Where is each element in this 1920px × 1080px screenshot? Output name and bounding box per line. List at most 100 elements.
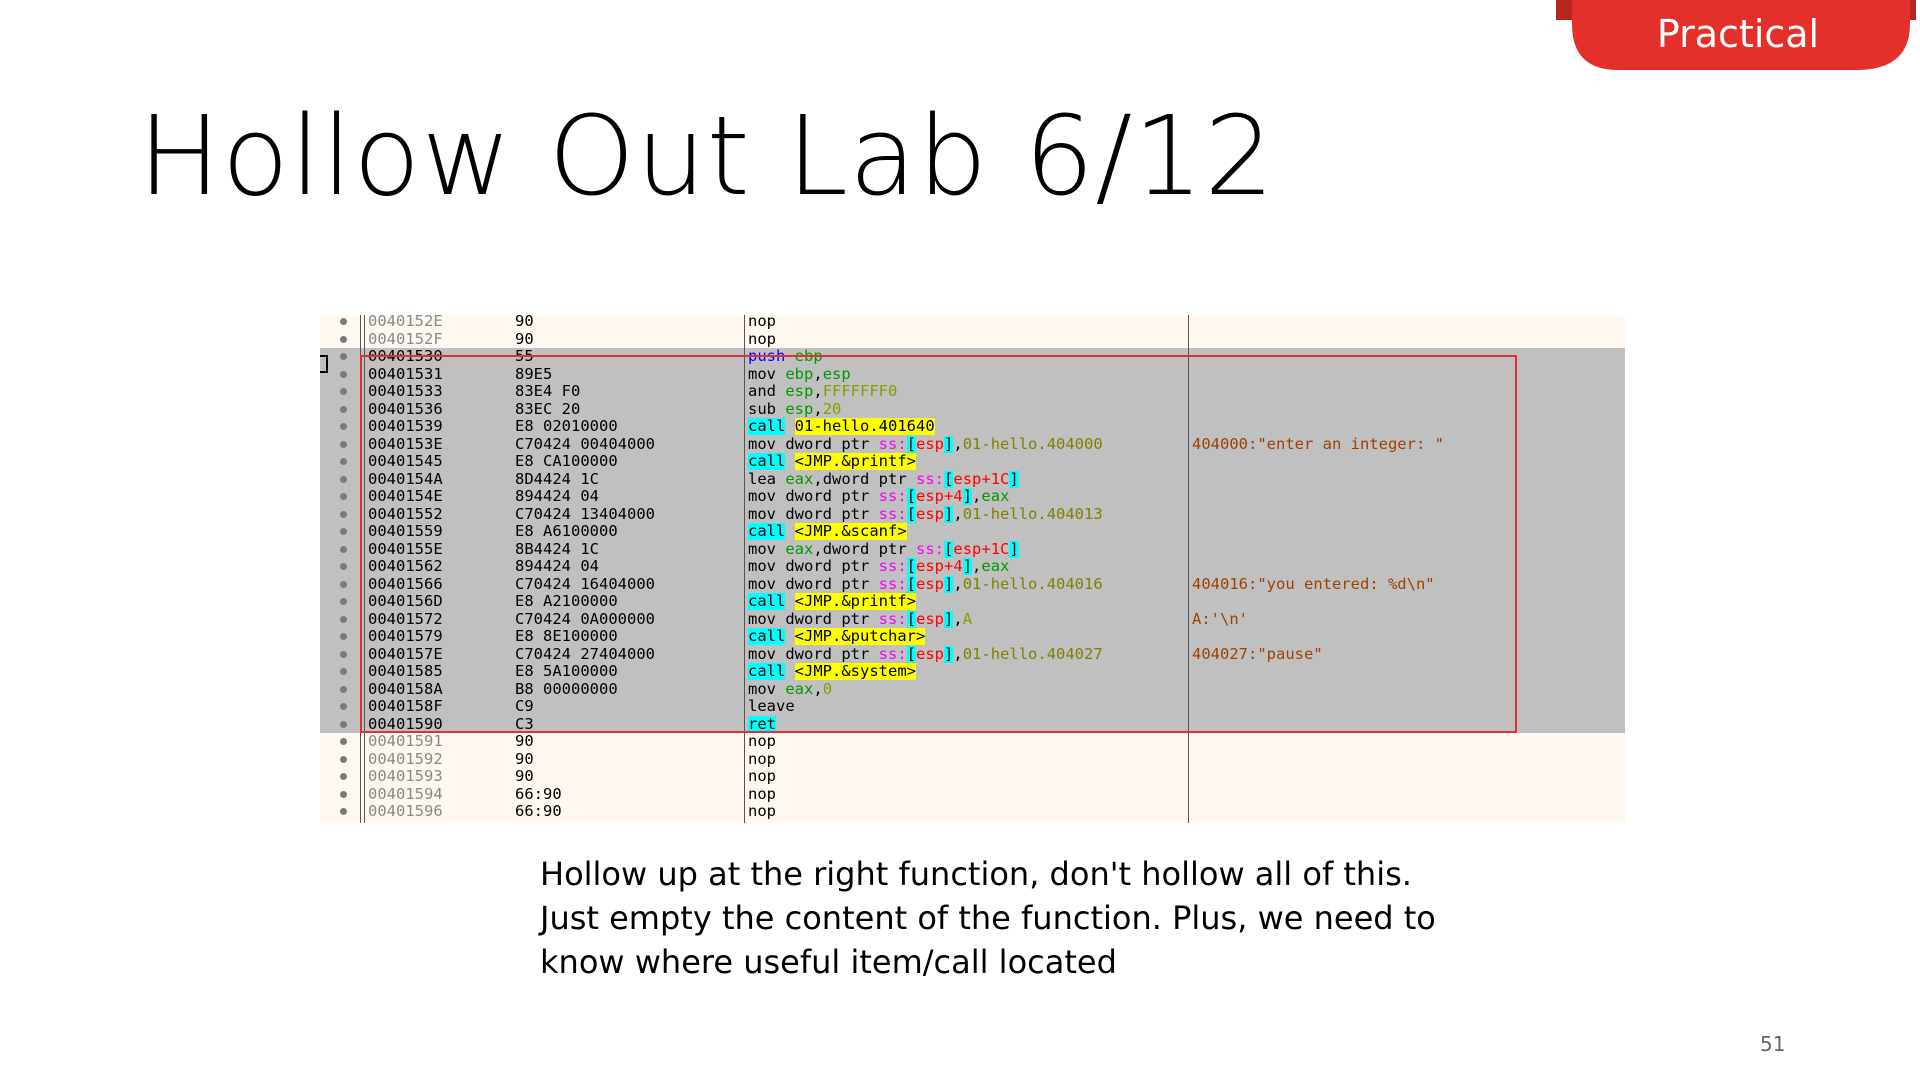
address-cell: 00401559: [368, 522, 443, 540]
instruction-cell: mov dword ptr ss:[esp],01-hello.404016: [748, 574, 1103, 594]
operands: <JMP.&scanf>: [794, 522, 907, 540]
address-cell: 00401593: [368, 767, 443, 785]
address-cell: 0040152F: [368, 329, 443, 348]
bytes-cell: E8 5A100000: [515, 662, 618, 680]
breakpoint-dot-icon[interactable]: [340, 703, 347, 710]
breakpoint-dot-icon[interactable]: [340, 493, 347, 500]
mnemonic: push: [748, 347, 786, 365]
bytes-cell: 66:90: [515, 784, 562, 803]
breakpoint-dot-icon[interactable]: [340, 335, 347, 343]
address-cell: 00401545: [368, 452, 443, 470]
breakpoint-dot-icon[interactable]: [340, 510, 347, 518]
instruction-cell: sub esp,20: [748, 399, 842, 419]
instruction-cell: mov dword ptr ss:[esp],A: [748, 609, 972, 629]
address-cell: 00401530: [368, 347, 443, 365]
mnemonic: nop: [748, 315, 776, 330]
breakpoint-dot-icon[interactable]: [340, 668, 347, 675]
address-cell: 00401566: [368, 574, 443, 593]
mnemonic: call: [748, 452, 786, 470]
breakpoint-dot-icon[interactable]: [340, 563, 347, 570]
operands: dword ptr ss:[esp+4],eax: [785, 557, 1010, 575]
instruction-cell: call <JMP.&putchar>: [748, 627, 926, 646]
breakpoint-dot-icon[interactable]: [340, 808, 347, 815]
instruction-cell: nop: [748, 802, 776, 821]
breakpoint-dot-icon[interactable]: [340, 755, 347, 763]
address-cell: 00401596: [368, 802, 443, 820]
instruction-cell: ret: [748, 714, 776, 734]
bytes-cell: 83EC 20: [515, 399, 581, 418]
bytes-cell: C70424 00404000: [515, 434, 655, 453]
operands: <JMP.&printf>: [794, 452, 916, 470]
breakpoint-dot-icon[interactable]: [340, 423, 347, 430]
mnemonic: call: [748, 522, 786, 540]
breakpoint-dot-icon[interactable]: [340, 545, 347, 553]
mnemonic: mov: [748, 504, 776, 523]
bytes-cell: E8 02010000: [515, 417, 618, 435]
breakpoint-dot-icon[interactable]: [340, 405, 347, 413]
breakpoint-dot-icon[interactable]: [340, 615, 347, 623]
operands: eax,dword ptr ss:[esp+1C]: [785, 469, 1019, 488]
instruction-cell: lea eax,dword ptr ss:[esp+1C]: [748, 469, 1019, 489]
breakpoint-dot-icon[interactable]: [340, 458, 347, 465]
breakpoint-dot-icon[interactable]: [340, 388, 347, 395]
breakpoint-dot-icon[interactable]: [340, 685, 347, 693]
breakpoint-dot-icon[interactable]: [340, 650, 347, 658]
breakpoint-dot-icon[interactable]: [340, 790, 347, 798]
breakpoint-dot-icon[interactable]: [340, 528, 347, 535]
instruction-cell: mov dword ptr ss:[esp],01-hello.404027: [748, 644, 1103, 664]
operands: eax,dword ptr ss:[esp+1C]: [785, 539, 1019, 558]
breakpoint-dot-icon[interactable]: [340, 475, 347, 483]
breakpoint-dot-icon[interactable]: [340, 370, 347, 378]
breakpoint-dot-icon[interactable]: [340, 318, 347, 325]
breakpoint-dot-icon[interactable]: [340, 773, 347, 780]
breakpoint-dot-icon[interactable]: [340, 598, 347, 605]
instruction-cell: push ebp: [748, 347, 823, 366]
operands: 01-hello.401640: [794, 417, 935, 435]
breakpoint-dot-icon[interactable]: [340, 720, 347, 728]
bytes-cell: 8D4424 1C: [515, 469, 599, 488]
address-cell: 00401539: [368, 417, 443, 435]
operands: esp,20: [785, 399, 842, 418]
breakpoint-dot-icon[interactable]: [340, 580, 347, 588]
bytes-cell: C9: [515, 697, 534, 715]
practical-badge-shape: [1556, 0, 1916, 70]
breakpoint-dot-icon[interactable]: [340, 353, 347, 360]
breakpoint-dot-icon[interactable]: [340, 440, 347, 448]
breakpoint-dot-icon[interactable]: [340, 633, 347, 640]
instruction-cell: mov dword ptr ss:[esp+4],eax: [748, 487, 1009, 506]
breakpoint-dot-icon[interactable]: [340, 738, 347, 745]
mnemonic: mov: [748, 574, 776, 593]
instruction-cell: mov ebp,esp: [748, 365, 851, 384]
disasm-comment-divider: [1188, 315, 1189, 823]
mnemonic: ret: [748, 714, 776, 733]
